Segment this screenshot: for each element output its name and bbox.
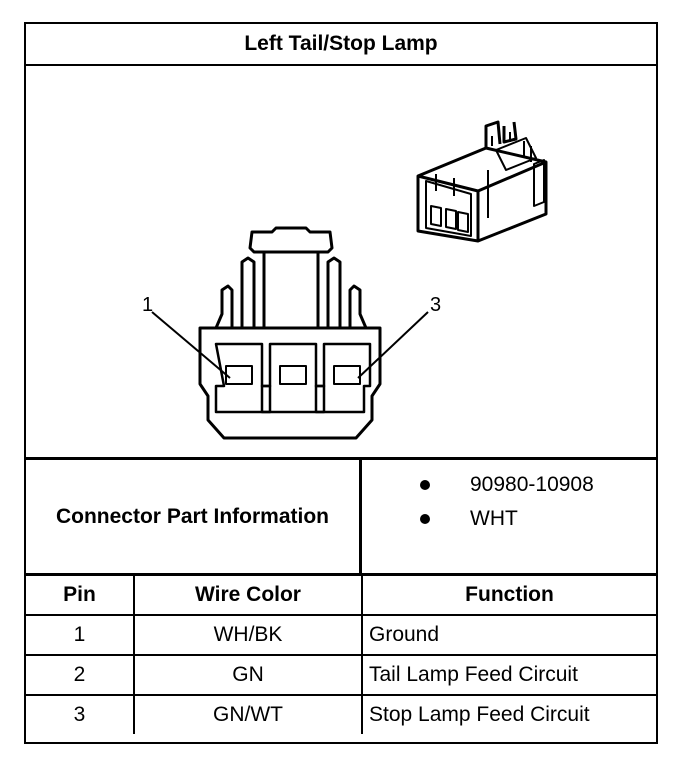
function-cell: Stop Lamp Feed Circuit xyxy=(361,694,656,734)
page-title: Left Tail/Stop Lamp xyxy=(26,24,656,66)
part-number: 90980-10908 xyxy=(470,473,594,496)
function-cell: Ground xyxy=(361,614,656,656)
callout-leader-1 xyxy=(151,311,231,379)
table-row: 2 GN Tail Lamp Feed Circuit xyxy=(26,654,656,696)
connector-figure: 1 3 xyxy=(26,66,656,460)
function-cell: Tail Lamp Feed Circuit xyxy=(361,654,656,696)
connector-color: WHT xyxy=(470,507,518,530)
pin-cell: 3 xyxy=(26,694,135,734)
wire-color-cell: WH/BK xyxy=(133,614,363,656)
connector-front-view xyxy=(151,226,429,440)
pin-cell: 2 xyxy=(26,654,135,696)
bullet-icon xyxy=(420,514,430,524)
callout-leader-3 xyxy=(357,311,429,379)
callout-label-3: 3 xyxy=(430,294,441,316)
table-row: 1 WH/BK Ground xyxy=(26,614,656,656)
table-header-row: Pin Wire Color Function xyxy=(26,576,656,616)
connector-drawing: 1 3 xyxy=(142,120,548,440)
connector-sheet: Left Tail/Stop Lamp xyxy=(24,22,658,744)
pinout-table: Pin Wire Color Function 1 WH/BK Ground 2… xyxy=(26,576,656,734)
bullet-icon xyxy=(420,480,430,490)
table-row: 3 GN/WT Stop Lamp Feed Circuit xyxy=(26,694,656,734)
connector-info-list: 90980-10908 WHT xyxy=(362,460,656,573)
wire-color-cell: GN xyxy=(133,654,363,696)
connector-perspective-view xyxy=(416,120,548,243)
connector-part-info: Connector Part Information 90980-10908 W… xyxy=(26,460,656,576)
connector-info-label: Connector Part Information xyxy=(26,460,362,573)
header-pin: Pin xyxy=(26,576,135,616)
header-wire-color: Wire Color xyxy=(133,576,363,616)
header-function: Function xyxy=(361,576,656,616)
callout-label-1: 1 xyxy=(142,294,153,316)
pin-cell: 1 xyxy=(26,614,135,656)
wire-color-cell: GN/WT xyxy=(133,694,363,734)
